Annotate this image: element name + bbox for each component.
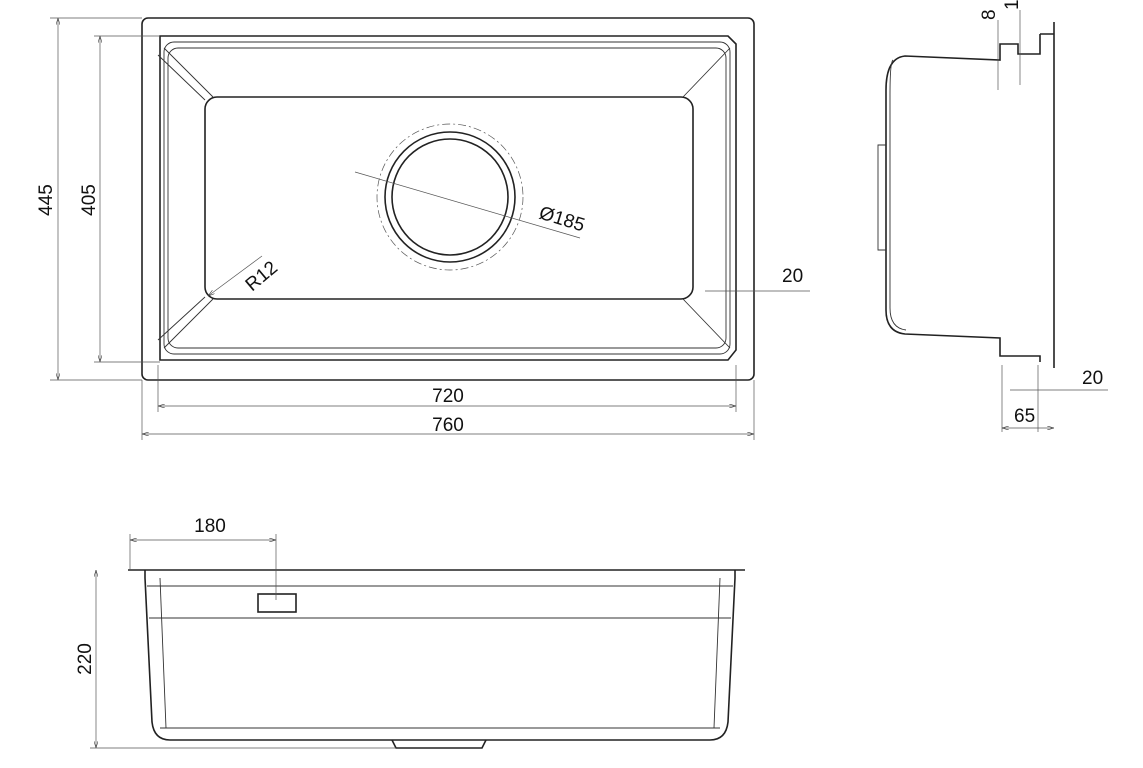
rim-offset-label: 20: [782, 266, 803, 287]
corner-radius-label: R12: [242, 257, 282, 295]
overflow-position-label: 180: [194, 516, 226, 537]
drain-diameter-label: Ø185: [537, 203, 588, 237]
outer-width-label: 760: [432, 415, 464, 436]
side-view: 8 10 20 65: [877, 0, 1108, 432]
bowl-depth-label: 220: [75, 643, 96, 675]
bowl-height-label: 405: [79, 184, 100, 216]
outer-height-label: 445: [36, 184, 57, 216]
flange-step-label: 10: [1002, 0, 1023, 10]
flange-thickness-label: 8: [979, 9, 1000, 20]
front-view: 180 220: [75, 516, 745, 749]
side-depth-label: 65: [1014, 406, 1035, 427]
bowl-width-label: 720: [432, 386, 464, 407]
side-offset-label: 20: [1082, 368, 1103, 389]
top-view: 445 405 Ø185 R12 20 720 760: [36, 17, 810, 440]
